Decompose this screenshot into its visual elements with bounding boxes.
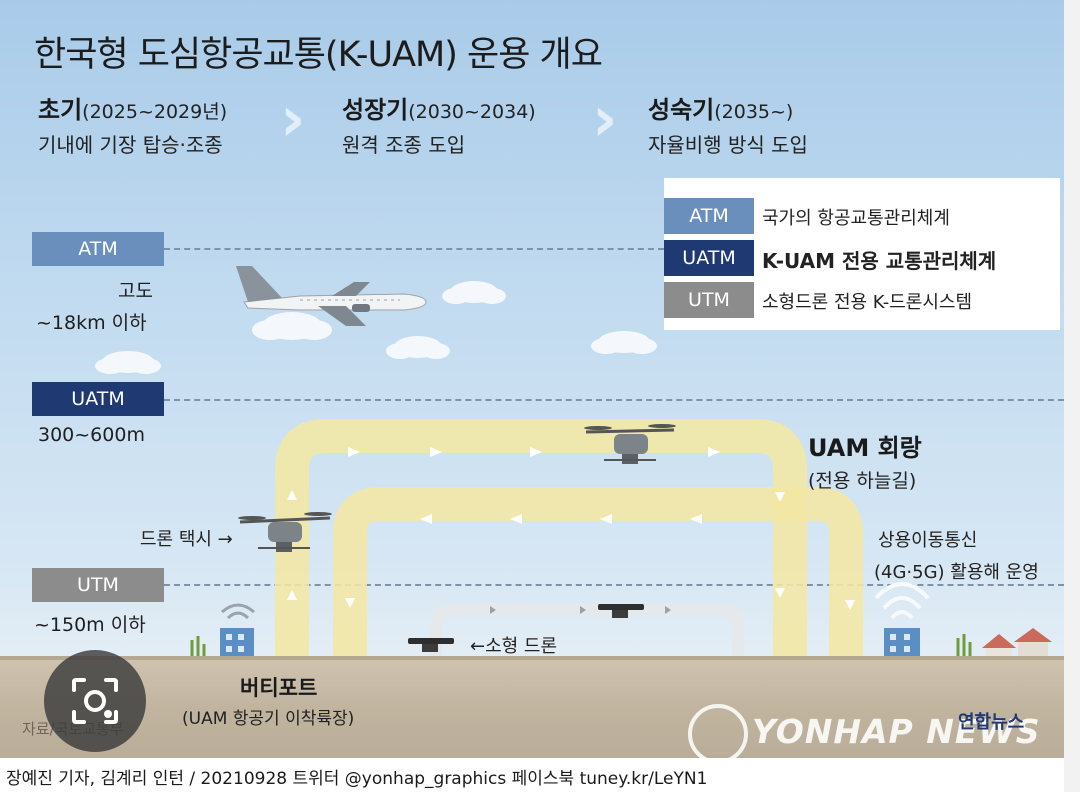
uatm-desc: 300~600m: [38, 424, 145, 446]
mobile-network-line2: (4G·5G) 활용해 운영: [874, 562, 1039, 583]
uatm-label: UATM: [32, 382, 164, 416]
small-drone-icon: [598, 604, 644, 618]
phase-years: (2035~): [714, 101, 794, 123]
chevron-right-icon: ›: [592, 82, 618, 155]
watermark-logo-icon: [688, 704, 748, 758]
corridor-lower: [333, 487, 863, 665]
lens-search-button[interactable]: [44, 650, 146, 752]
atm-altitude-line: [164, 248, 664, 250]
infographic: 한국형 도심항공교통(K-UAM) 운용 개요 초기(2025~2029년) 기…: [0, 0, 1064, 758]
phase-years: (2025~2029년): [82, 101, 228, 123]
corridor-subtitle: (전용 하늘길): [808, 470, 917, 492]
small-drone-label: ←소형 드론: [470, 636, 558, 657]
page-title: 한국형 도심항공교통(K-UAM) 운용 개요: [34, 35, 603, 75]
atm-label: ATM: [32, 232, 164, 266]
phase-name: 성숙기: [648, 96, 715, 124]
phase-name: 성장기: [342, 96, 409, 124]
phase-initial: 초기(2025~2029년) 기내에 기장 탑승·조종: [38, 90, 227, 158]
watermark-text: YONHAP NEWS: [752, 712, 1041, 751]
signal-icon: [221, 603, 255, 620]
agency-mark: 연합뉴스: [958, 712, 1025, 733]
cloud-icon: [591, 331, 657, 354]
airplane-icon: [236, 266, 427, 326]
utm-altitude-line: [164, 584, 1064, 586]
vertiport-sublabel: (UAM 항공기 이착륙장): [182, 709, 355, 729]
uatm-altitude-line: [164, 399, 1064, 401]
drone-taxi-icon: [238, 512, 332, 552]
legend-text: K-UAM 전용 교통관리체계: [762, 249, 997, 273]
legend: ATM 국가의 항공교통관리체계 UATM K-UAM 전용 교통관리체계 UT…: [664, 178, 1060, 330]
phase-desc: 기내에 기장 탑승·조종: [38, 133, 223, 157]
utm-desc: ~150m 이하: [34, 614, 146, 636]
legend-abbr: UTM: [664, 282, 754, 318]
vertiport-label: 버티포트: [240, 676, 318, 700]
cloud-icon: [95, 351, 161, 374]
phase-desc: 원격 조종 도입: [342, 133, 466, 157]
utm-label: UTM: [32, 568, 164, 602]
phase-desc: 자율비행 방식 도입: [648, 133, 808, 157]
cloud-icon: [252, 312, 332, 340]
phase-mature: 성숙기(2035~) 자율비행 방식 도입: [648, 90, 808, 158]
legend-text: 국가의 항공교통관리체계: [762, 208, 950, 229]
drone-track: [430, 604, 744, 664]
corridor-arrows: [287, 447, 855, 610]
chevron-right-icon: ›: [280, 82, 306, 155]
legend-abbr: UATM: [664, 240, 754, 276]
atm-desc-line2: ~18km 이하: [36, 312, 147, 334]
legend-abbr: ATM: [664, 198, 754, 234]
ground: [0, 660, 1064, 758]
phase-growth: 성장기(2030~2034) 원격 조종 도입: [342, 90, 536, 158]
corridor-title: UAM 회랑: [808, 434, 922, 462]
legend-row-atm: ATM 국가의 항공교통관리체계: [664, 198, 1060, 234]
legend-row-utm: UTM 소형드론 전용 K-드론시스템: [664, 282, 1060, 318]
corridor-upper: [275, 419, 807, 665]
signal-icon: [874, 582, 930, 620]
cloud-icon: [442, 281, 506, 304]
lens-icon: [72, 678, 118, 724]
atm-desc-line1: 고도: [118, 280, 153, 302]
legend-text: 소형드론 전용 K-드론시스템: [762, 292, 973, 313]
cloud-icon: [386, 336, 450, 359]
phase-name: 초기: [38, 96, 83, 124]
page-margin: [1064, 0, 1080, 792]
small-drone-icon: [408, 638, 454, 652]
byline: 장예진 기자, 김계리 인턴 / 20210928 트위터 @yonhap_gr…: [6, 769, 708, 789]
mobile-network-line1: 상용이동통신: [878, 530, 978, 551]
drone-taxi-icon: [584, 424, 676, 464]
legend-row-uatm: UATM K-UAM 전용 교통관리체계: [664, 240, 1060, 276]
drone-taxi-label: 드론 택시 →: [140, 529, 233, 550]
phase-years: (2030~2034): [408, 101, 536, 123]
